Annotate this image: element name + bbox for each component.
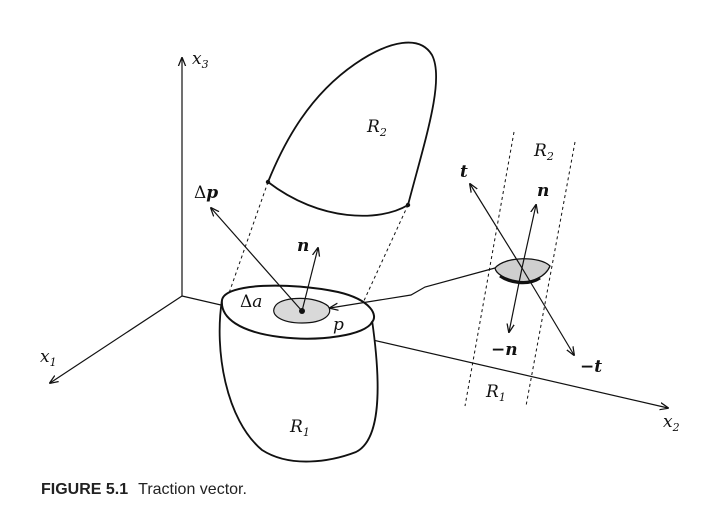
figure-number: FIGURE 5.1 [41,481,129,498]
delta-a-label: Δa [240,292,262,312]
minus-n-label: −n [491,340,518,360]
region-r1-body [218,299,379,463]
delta-p-arrow [211,208,303,312]
region-r1-label: R1 [289,417,310,439]
x1-axis-label: x1 [40,347,57,369]
n-inset-label: n [537,181,549,201]
minus-n-arrow [509,267,523,332]
inset-interface-band [464,131,576,407]
region-r2-label: R2 [366,117,387,139]
region-r2-body [266,41,438,217]
figure-caption: FIGURE 5.1 Traction vector. [41,481,247,499]
t-label: t [460,162,468,182]
inset-r2-label: R2 [533,141,554,163]
normal-n-arrow [301,248,318,312]
x1-axis [50,295,183,383]
inset-r1-label: R1 [485,382,506,404]
delta-p-label: Δp [194,183,218,203]
inset-n-arrow [521,205,536,269]
figure-caption-text: Traction vector. [138,481,247,498]
point-p-label: p [333,315,344,335]
minus-t-label: −t [580,357,602,377]
x2-axis-label: x2 [663,412,680,434]
separation-dashed-lines [227,181,409,306]
traction-t-arrow [470,184,523,269]
zoom-link-zigzag [330,267,496,308]
x3-axis-label: x3 [192,49,209,71]
n-main-label: n [297,236,309,256]
minus-t-arrow [521,267,574,355]
